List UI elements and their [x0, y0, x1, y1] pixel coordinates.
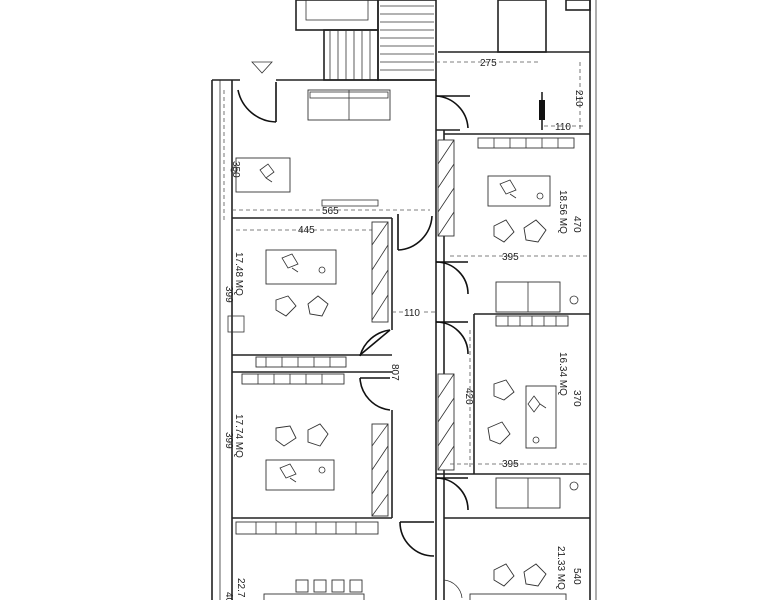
room-f: 22.7 40	[223, 521, 379, 600]
room-b-area: 18.56 MQ	[557, 190, 568, 234]
dim-445-label: 445	[298, 225, 315, 236]
outer-walls	[211, 79, 437, 600]
dim-110-top-label: 110	[555, 122, 571, 133]
room-b: 18.56 MQ 470 395	[437, 133, 590, 263]
room-e: 21.33 MQ 540	[443, 517, 590, 600]
dim-350: 350	[223, 90, 241, 220]
dim-399b-label: 399	[223, 432, 234, 449]
room-d: 17.74 MQ 399	[223, 371, 393, 519]
room-a: 445 17.48 MQ 399	[223, 217, 393, 368]
dim-399a-label: 399	[223, 286, 234, 303]
doors-right-mid	[435, 261, 469, 511]
doors-right-top	[435, 95, 470, 129]
dim-565-label: 565	[322, 206, 339, 217]
sofa-top	[307, 89, 391, 121]
room-a-area: 17.48 MQ	[233, 252, 244, 296]
dim-395a-label: 395	[502, 252, 519, 263]
room-c: 16.34 MQ 370 420 395	[437, 313, 590, 474]
stair-block	[295, 0, 597, 600]
north-arrow-icon	[251, 61, 273, 74]
dim-420-label: 420	[463, 388, 474, 405]
room-e-area: 21.33 MQ	[555, 546, 566, 590]
sofa-right-low	[495, 477, 579, 509]
dim-275-label: 275	[480, 58, 497, 69]
room-d-area: 17.74 MQ	[233, 414, 244, 458]
dim-565: 565	[232, 199, 430, 217]
dim-350-label: 350	[230, 161, 241, 178]
dim-540-label: 540	[571, 568, 582, 585]
sofa-right-mid	[495, 281, 579, 313]
dim-395b-label: 395	[502, 459, 519, 470]
room-f-area: 22.7	[235, 578, 246, 598]
doors-left	[359, 214, 435, 557]
room-c-area: 16.34 MQ	[557, 352, 568, 396]
dim-470-label: 470	[571, 216, 582, 233]
reception-desk	[230, 157, 291, 193]
dim-210-label: 210	[573, 90, 584, 107]
dim-110-mid-label: 110	[404, 308, 420, 319]
dim-40-label: 40	[223, 592, 234, 600]
dim-807-label: 807	[389, 364, 400, 381]
entry-door	[237, 82, 277, 123]
dim-370-label: 370	[571, 390, 582, 407]
